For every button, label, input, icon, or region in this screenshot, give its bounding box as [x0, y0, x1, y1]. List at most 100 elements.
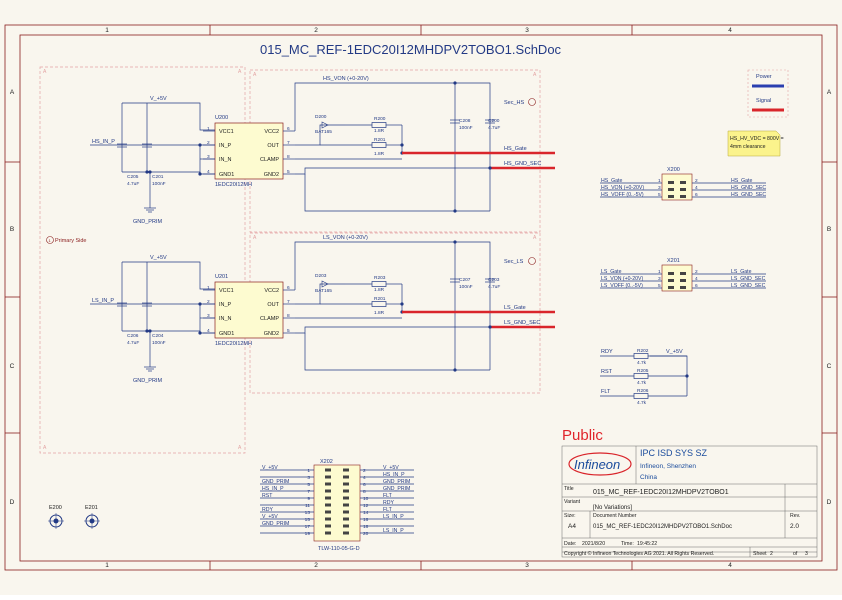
- conn-left-pin: 5: [658, 283, 661, 289]
- pullup-net-label: RST: [601, 369, 613, 375]
- r2-ref: R201: [374, 296, 386, 302]
- ic-pin-right-label: OUT: [267, 143, 279, 149]
- zone-col-4-bottom: 4: [728, 562, 732, 569]
- primary-side-label: Primary Side: [55, 238, 86, 244]
- conn-left-net: LS_VON (+0-20V): [601, 276, 644, 282]
- legend: Power Signal: [747, 69, 789, 118]
- ic-pin-right-label: GND2: [264, 172, 279, 178]
- ic-pin-left-label: GND1: [219, 172, 234, 178]
- conn-right-net: HS_Gate: [731, 178, 752, 184]
- x202-right-pin: 12: [363, 503, 369, 509]
- pin-pad: [343, 524, 349, 528]
- tb-size-label: Size:: [564, 513, 576, 519]
- ic-pin-right-label: CLAMP: [260, 157, 279, 163]
- von-net-label: LS_VON (+0-20V): [323, 235, 368, 241]
- zone-col-2: 2: [314, 27, 318, 34]
- ic-pin-right-label: OUT: [267, 302, 279, 308]
- x202-right-net: GND_PRIM: [383, 479, 410, 485]
- gnd-symbol: [144, 205, 156, 213]
- resistor-r2: [371, 142, 387, 148]
- x202-left-net: GND_PRIM: [262, 521, 289, 527]
- x202-left-pin: 17: [305, 524, 311, 530]
- input-net-label: LS_IN_P: [92, 298, 114, 304]
- x202-right-net: RDY: [383, 500, 394, 506]
- svg-text:A: A: [253, 72, 257, 78]
- pullup-resistor: [633, 393, 649, 399]
- tb-size: A4: [568, 523, 576, 530]
- title-block-text: Infineon IPC ISD SYS SZ Infineon, Shenzh…: [564, 448, 808, 557]
- ic-pin-left-num: 2: [207, 140, 210, 146]
- pullup-resistor: [633, 353, 649, 359]
- area-boxes: [39, 66, 541, 454]
- conn-left-pin: 3: [658, 185, 661, 191]
- driver-ic-body: [214, 281, 284, 339]
- pin-pad: [325, 517, 331, 521]
- gnd-sec-return: [304, 174, 490, 212]
- pullup-val: 4.7k: [637, 380, 647, 386]
- ic-pin-left-label: VCC1: [219, 288, 234, 294]
- pin-pad: [680, 286, 686, 289]
- cap-c3: [450, 278, 460, 283]
- c4-val: 4.7uF: [488, 284, 500, 290]
- junction-dot: [198, 143, 202, 147]
- driver-ic-body: [214, 122, 284, 180]
- r1-ref: R200: [374, 116, 386, 122]
- svg-text:A: A: [533, 72, 537, 78]
- ic-pin-right-label: VCC2: [264, 288, 279, 294]
- ic-pin-right-label: CLAMP: [260, 316, 279, 322]
- x202-right-pin: 14: [363, 510, 369, 516]
- c1-val: 4.7uF: [127, 181, 139, 187]
- pin-pad: [680, 195, 686, 198]
- conn-left-net: HS_VON (+0-20V): [601, 185, 644, 191]
- tb-docnum: 015_MC_REF-1EDC20I12MHDPV2TOBO1.SchDoc: [593, 524, 732, 530]
- pin-pad: [325, 489, 331, 493]
- junction-dot: [148, 329, 152, 333]
- pullup-net-label: FLT: [601, 389, 611, 395]
- svg-text:1: 1: [49, 238, 52, 243]
- conn-right-net: LS_GND_SEC: [731, 283, 766, 289]
- conn-right-net: LS_Gate: [731, 269, 752, 275]
- tb-rev: 2.0: [790, 523, 799, 530]
- zone-row-b-right: B: [827, 226, 831, 233]
- svg-text:A: A: [238, 69, 242, 75]
- pin-pad: [680, 188, 686, 191]
- ic-pin-left-num: 4: [207, 328, 210, 334]
- pin-pad: [343, 496, 349, 500]
- x202-left-net: V_+5V: [262, 514, 278, 520]
- public-label: Public: [562, 427, 603, 444]
- r1-ref: R203: [374, 275, 386, 281]
- title-block: [561, 445, 818, 558]
- vcc-rail: [122, 102, 215, 131]
- pin-pad: [343, 468, 349, 472]
- ic-pin-left-num: 3: [207, 154, 210, 160]
- tb-sheet-label: Sheet: [753, 551, 767, 557]
- cap-c4: [485, 278, 495, 283]
- x202-left-net: GND_PRIM: [262, 479, 289, 485]
- cap-c2: [142, 143, 152, 148]
- zone-row-a-right: A: [827, 89, 832, 96]
- ic-pin-right-num: 8: [287, 313, 290, 319]
- resistor-r1: [371, 281, 387, 287]
- tb-title-label: Title: [564, 486, 574, 492]
- junction-dot: [145, 329, 149, 333]
- tb-of: 3: [805, 551, 808, 557]
- conn-right-pin: 6: [695, 192, 698, 198]
- ic-pin-right-num: 7: [287, 299, 290, 305]
- r2-val: 1.8R: [374, 310, 385, 316]
- conn-right-pin: 2: [695, 178, 698, 184]
- ic-pin-left-label: VCC1: [219, 129, 234, 135]
- input-net-label: HS_IN_P: [92, 139, 115, 145]
- ic-pin-left-num: 1: [207, 285, 210, 291]
- tb-date-label: Date:: [564, 541, 576, 547]
- sec-marker: [528, 257, 536, 265]
- infineon-logo-text: Infineon: [574, 457, 620, 472]
- r2-val: 1.8R: [374, 151, 385, 157]
- x202-right-pin: 18: [363, 524, 369, 530]
- conn-left-net: LS_VOFF (0..-5V): [601, 283, 643, 289]
- x202-left-net: V_+5V: [262, 465, 278, 471]
- svg-text:A: A: [43, 445, 47, 451]
- gnd-sec-net-label: LS_GND_SEC: [504, 320, 540, 326]
